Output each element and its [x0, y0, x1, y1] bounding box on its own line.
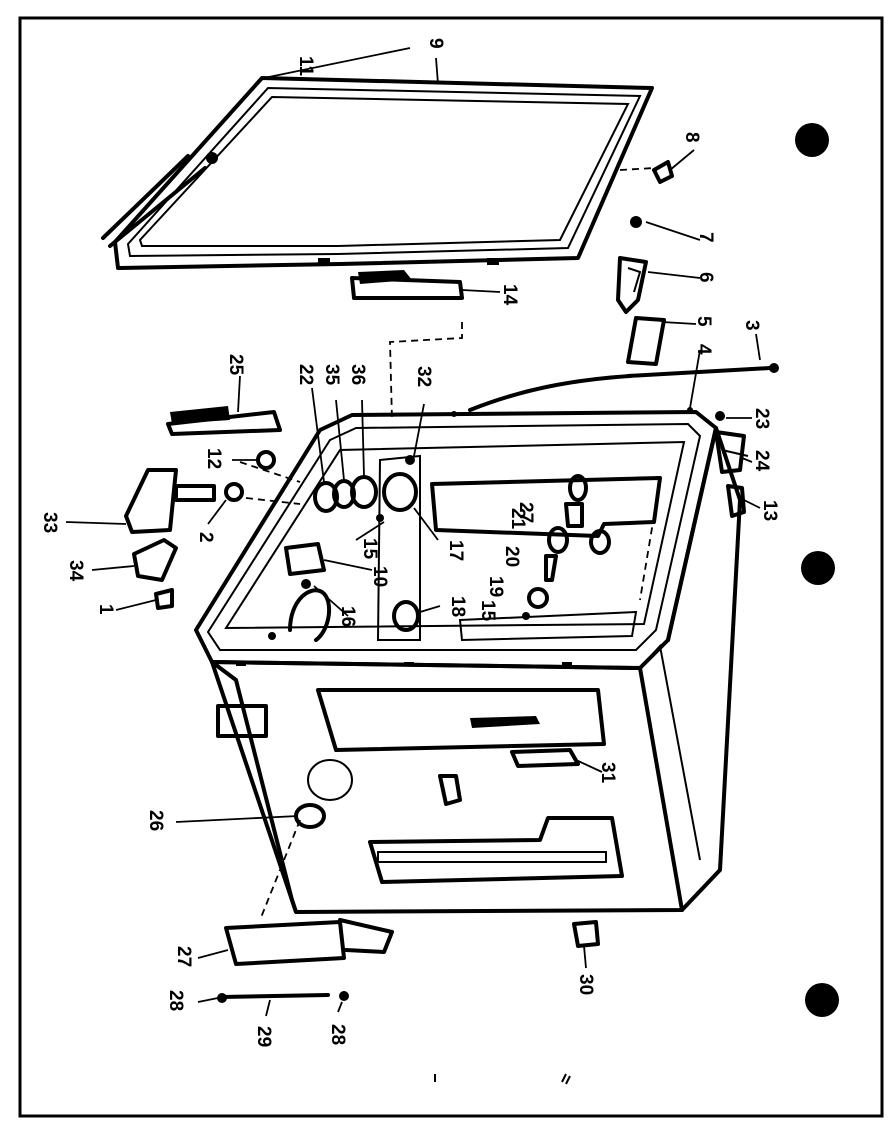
bracket-10 — [284, 542, 326, 589]
callout-24: 24 — [751, 450, 772, 472]
callout-labels: 9 11 8 7 6 5 3 4 14 23 24 13 25 22 35 36… — [39, 38, 780, 1047]
hinge-6 — [616, 256, 648, 314]
callout-26: 26 — [145, 810, 166, 831]
callout-2: 2 — [195, 532, 216, 543]
callout-6: 6 — [695, 272, 716, 283]
scan-mark — [434, 1074, 436, 1082]
callout-4: 4 — [693, 344, 714, 355]
punch-hole-middle — [801, 551, 835, 585]
callout-28-right: 28 — [327, 1024, 348, 1045]
lid-gasket-frame — [101, 76, 654, 270]
callout-33: 33 — [39, 512, 60, 533]
callout-30: 30 — [575, 974, 596, 995]
callout-15-upper: 15 — [359, 538, 380, 560]
leader-lines — [65, 47, 761, 1017]
callout-11: 11 — [295, 56, 316, 77]
scan-mark — [561, 1073, 571, 1085]
seal-18 — [392, 600, 420, 632]
screw-1 — [154, 588, 174, 610]
punch-hole-top — [795, 123, 829, 157]
lid-rod-3 — [468, 363, 779, 412]
lid-handle — [350, 270, 464, 300]
callout-23: 23 — [751, 408, 772, 429]
page-border — [18, 16, 884, 1118]
callout-18: 18 — [447, 596, 468, 617]
callout-27-upper: 27 — [515, 502, 536, 523]
callout-29: 29 — [253, 1026, 274, 1047]
callout-36: 36 — [347, 364, 368, 385]
cabinet-tub — [194, 407, 742, 914]
catch-34 — [132, 538, 178, 582]
callout-19: 19 — [485, 576, 506, 597]
latch-bracket-33 — [124, 468, 244, 534]
callout-7: 7 — [695, 232, 716, 243]
hinge-block-5 — [626, 316, 666, 366]
callout-35: 35 — [321, 364, 342, 386]
callout-34: 34 — [65, 560, 86, 582]
callout-20: 20 — [501, 546, 522, 567]
callout-32: 32 — [413, 366, 434, 387]
bracket-23-24 — [714, 411, 749, 474]
callout-17: 17 — [445, 540, 466, 561]
callout-28-left: 28 — [165, 990, 186, 1011]
nut-12 — [256, 450, 276, 470]
clip-8 — [652, 160, 674, 184]
rod-29 — [217, 991, 349, 1003]
bearing-stack-22-35-36 — [313, 455, 418, 522]
valve-assembly-19-20-21 — [522, 474, 611, 620]
latch-25 — [166, 406, 282, 436]
punch-hole-bottom — [805, 983, 839, 1017]
screw-7 — [630, 216, 642, 228]
base-bracket-27 — [224, 918, 394, 966]
callout-15-lower: 15 — [477, 600, 498, 622]
callout-27-lower: 27 — [173, 946, 194, 967]
callout-16: 16 — [337, 606, 358, 627]
callout-14: 14 — [499, 284, 520, 306]
foot-30 — [572, 920, 600, 948]
callout-31: 31 — [597, 762, 618, 784]
grommet-26 — [294, 759, 353, 829]
callout-12: 12 — [203, 448, 224, 469]
spray-motor-16 — [288, 588, 332, 642]
callout-10: 10 — [369, 566, 390, 587]
dashed-guides — [239, 167, 661, 921]
callout-22: 22 — [295, 364, 316, 385]
callout-3: 3 — [741, 320, 762, 331]
callout-21: 21 — [507, 508, 528, 530]
callout-1: 1 — [95, 604, 116, 615]
callout-8: 8 — [681, 132, 702, 143]
callout-9: 9 — [425, 38, 446, 49]
callout-5: 5 — [693, 316, 714, 327]
callout-25: 25 — [225, 354, 246, 376]
callout-13: 13 — [759, 500, 780, 521]
